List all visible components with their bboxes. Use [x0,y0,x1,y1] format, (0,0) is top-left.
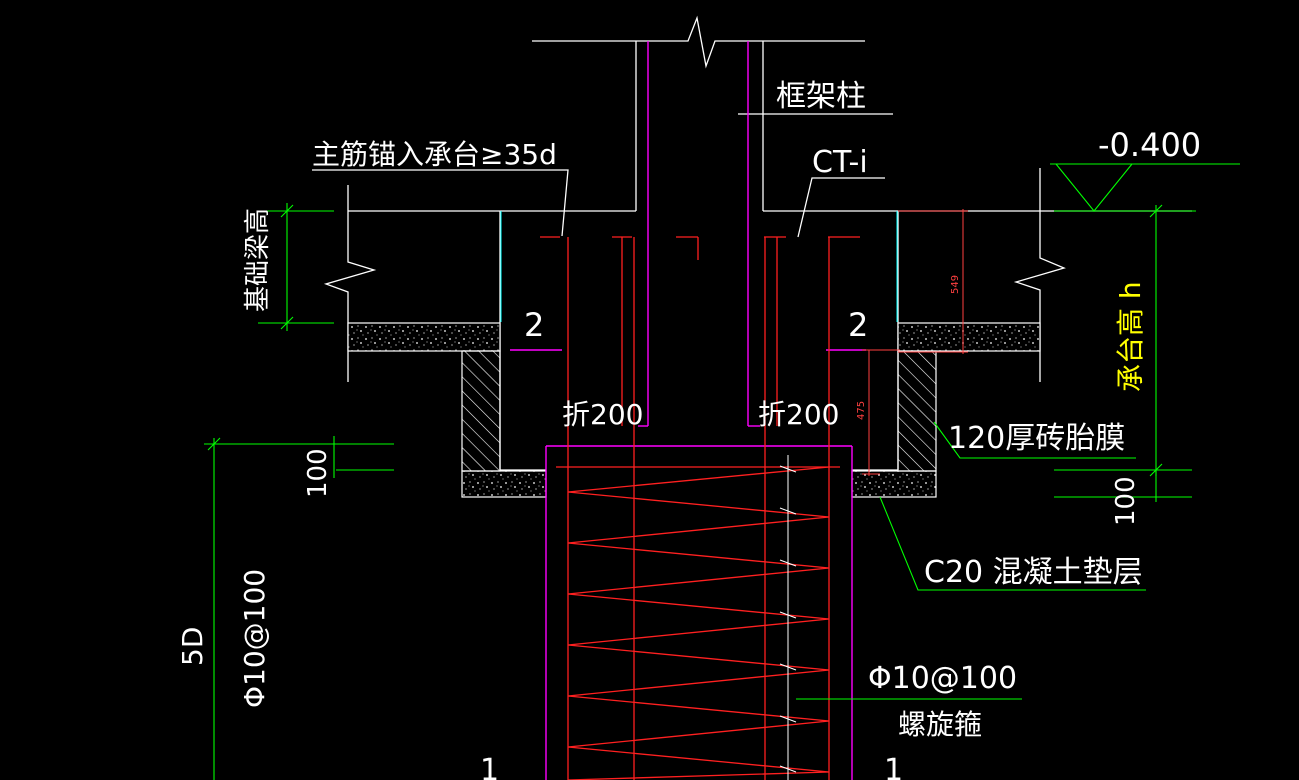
foundation-beam-height-label: 基础梁高 [243,208,273,312]
rebar-geometry [540,236,860,780]
dim-549-label: 549 [950,275,961,294]
section-mark-left: 2 [524,306,544,344]
spiral-stirrup-label: 螺旋箍 [898,708,982,741]
red-dimensions [862,209,968,476]
beam-break-left [323,185,377,382]
cap-height-label: 承台高 h [1114,281,1147,392]
dim-475-label: 475 [856,401,867,420]
brick-formwork [461,350,937,472]
concrete-cushion-label: C20 混凝土垫层 [924,555,1143,590]
brick-formwork-left [461,350,501,472]
column-break-line [532,15,865,69]
stirrup-spec-right: Φ10@100 [868,661,1017,696]
dim-100-right: 100 [1111,476,1141,526]
frame-column-label: 框架柱 [776,79,866,114]
beam-cushion-right [897,322,1041,352]
cap-id-label: CT-i [812,145,868,180]
dim-100-left: 100 [303,448,333,498]
outline-geometry [312,15,1192,471]
cyan-lines [500,211,898,322]
spiral-ticks [779,465,797,773]
brick-formwork-label: 120厚砖胎膜 [948,421,1125,456]
text-labels: 框架柱 主筋锚入承台≥35d CT-i -0.400 基础梁高 2 2 折200… [176,79,1201,780]
bend-right-label: 折200 [758,398,839,431]
dim-5d-label: 5D [176,627,209,666]
dimension-lines [204,163,1240,780]
section-cut-left: 1 [480,753,499,780]
bend-left-label: 折200 [562,398,643,431]
cap-cushion-right [851,470,937,498]
anchor-leader [312,169,569,237]
elevation-label: -0.400 [1098,126,1201,164]
brick-formwork-right [897,350,937,472]
section-mark-right: 2 [848,306,868,344]
ct-leader [797,177,885,238]
pile-geometry [510,41,866,780]
beam-break-right [1013,168,1066,382]
concrete-layers [347,322,1041,498]
main-bar-anchor-label: 主筋锚入承台≥35d [312,138,557,171]
stirrup-spec-left: Φ10@100 [238,569,271,708]
spiral-stirrup-lines [567,466,830,780]
beam-cushion-left [347,322,501,352]
section-cut-right: 1 [884,753,903,780]
cap-cushion-left [461,470,547,498]
